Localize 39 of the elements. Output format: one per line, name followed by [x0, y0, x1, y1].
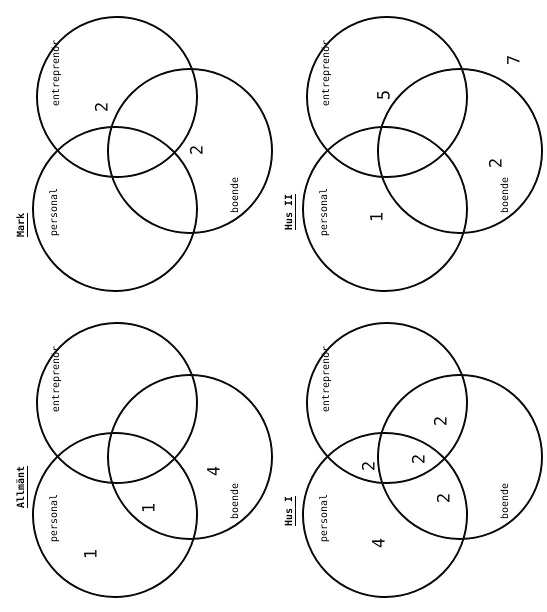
set-label: boende	[231, 482, 241, 520]
set-label: personal	[320, 494, 330, 542]
count-number: 2	[412, 454, 428, 464]
set-label: boende	[501, 176, 511, 214]
set-label: entreprenör	[322, 40, 332, 106]
venn-circle	[107, 68, 273, 234]
venn-circle	[302, 126, 468, 292]
venn-circle	[36, 322, 198, 484]
venn-circle	[302, 432, 468, 598]
count-number: 2	[488, 158, 506, 168]
panel-title: Hus II	[285, 194, 295, 230]
venn-circle	[306, 16, 468, 178]
venn-circle	[32, 432, 198, 598]
count-number: 1	[142, 502, 158, 514]
set-label: entreprenör	[52, 40, 62, 106]
count-number: 1	[84, 548, 100, 560]
count-number: 2	[94, 102, 112, 112]
panel-title: Hus I	[285, 496, 295, 526]
set-label: personal	[320, 188, 330, 236]
count-number: 2	[434, 416, 450, 426]
count-number: 5	[376, 90, 394, 100]
panel-title: Allmänt	[17, 466, 27, 508]
venn-circle	[107, 374, 273, 540]
panel-title: Mark	[17, 212, 27, 238]
count-number: 7	[506, 54, 524, 66]
set-label: boende	[501, 482, 511, 520]
count-number: 4	[206, 466, 224, 476]
count-number: 2	[362, 460, 378, 472]
set-label: entreprenör	[322, 346, 332, 412]
set-label: personal	[50, 188, 60, 236]
count-number: 2	[436, 492, 454, 504]
count-number: 1	[370, 212, 386, 222]
count-number: 4	[372, 538, 388, 548]
set-label: personal	[50, 494, 60, 542]
venn-circle	[377, 374, 543, 540]
venn-circle	[306, 322, 468, 484]
set-label: boende	[231, 176, 241, 214]
count-number: 2	[190, 144, 206, 156]
set-label: entreprenör	[52, 346, 62, 412]
